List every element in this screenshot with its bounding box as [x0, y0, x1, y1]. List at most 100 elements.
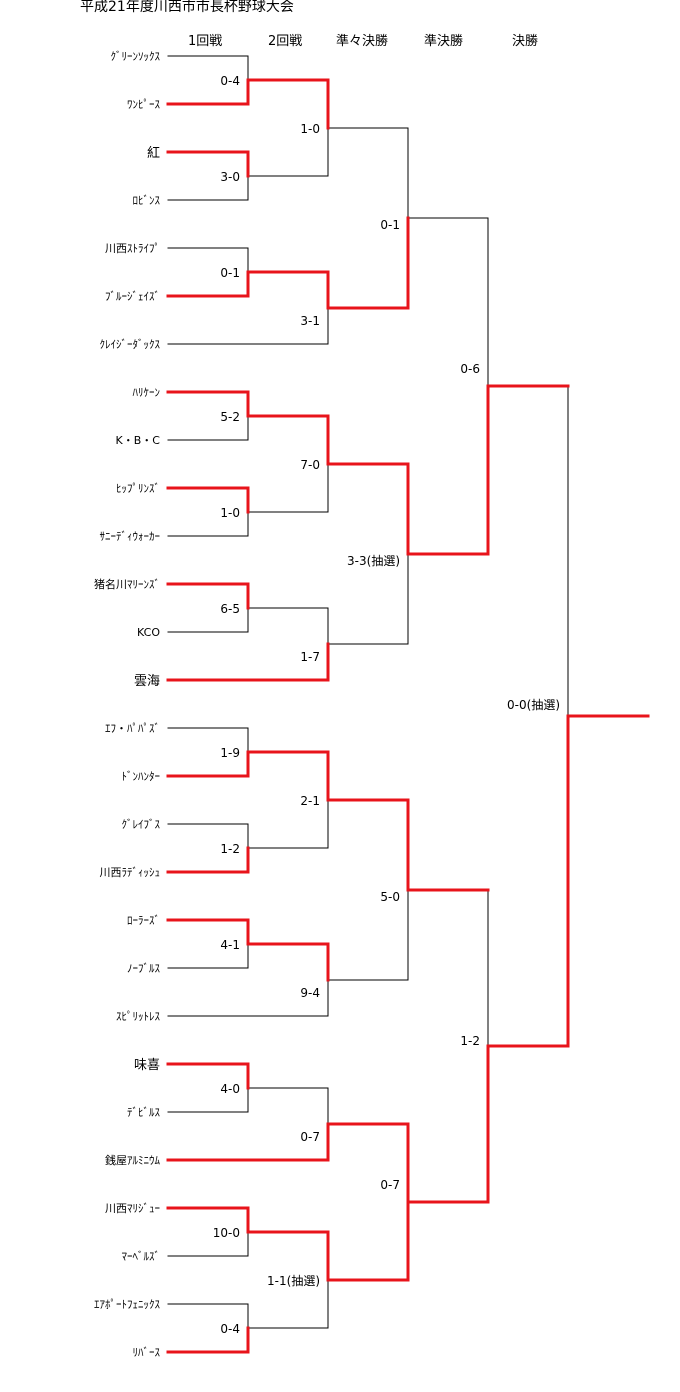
team-name: KCO	[137, 626, 160, 639]
bracket-lines-winner	[166, 78, 650, 1354]
team-name: ｴｱﾎﾟｰﾄﾌｪﾆｯｸｽ	[94, 1298, 160, 1311]
team-name: 味喜	[134, 1058, 160, 1073]
score-label: 1-2	[220, 842, 240, 856]
bracket-line	[167, 823, 249, 849]
score-label: 1-9	[220, 746, 240, 760]
team-name: ｴﾌ・ﾊﾟﾊﾟｽﾞ	[105, 722, 160, 735]
bracket-line	[167, 727, 249, 753]
team-name: 銭屋ｱﾙﾐﾆｳﾑ	[105, 1154, 160, 1167]
bracket-line	[407, 889, 489, 1047]
score-list: 0-4 3-0 0-1 5-2 1-0 6-5 1-9 1-2 4-1 4-0 …	[213, 74, 560, 1336]
bracket-line	[167, 943, 249, 969]
score-label: 1-2	[460, 1034, 480, 1048]
round-header-final: 決勝	[512, 34, 538, 49]
bracket-line	[167, 415, 249, 441]
score-label: 2-1	[300, 794, 320, 808]
score-label: 5-2	[220, 410, 240, 424]
score-label: 0-0(抽選)	[507, 698, 560, 712]
bracket-line	[167, 1303, 249, 1329]
bracket-line	[167, 1231, 249, 1257]
bracket-line	[247, 127, 329, 177]
bracket-line	[327, 889, 409, 981]
tournament-title: 平成21年度川西市市長杯野球大会	[80, 0, 294, 15]
team-name: 雲海	[134, 674, 160, 689]
score-label: 9-4	[300, 986, 320, 1000]
score-label: 7-0	[300, 458, 320, 472]
score-label: 0-7	[300, 1130, 320, 1144]
winner-path	[166, 750, 490, 892]
team-list: ｸﾞﾘｰﾝｿｯｸｽ ﾜﾝﾋﾟｰｽ 紅 ﾛﾋﾞﾝｽ 川西ｽﾄﾗｲﾌﾟ ﾌﾞﾙｰｼﾞ…	[94, 50, 160, 1359]
team-name: ﾃﾞﾋﾞﾙｽ	[127, 1106, 160, 1119]
bracket-line	[247, 1279, 329, 1329]
winner-path	[166, 846, 250, 874]
team-name: ﾘﾊﾞｰｽ	[133, 1346, 161, 1359]
team-name: 紅	[147, 146, 160, 161]
team-name: ﾉｰﾌﾞﾙｽ	[127, 962, 160, 975]
team-name: ﾛｰﾗｰｽﾞ	[127, 914, 160, 927]
score-label: 6-5	[220, 602, 240, 616]
bracket-line	[167, 511, 249, 537]
round-header-2: 2回戦	[268, 34, 302, 49]
score-label: 3-0	[220, 170, 240, 184]
score-label: 3-1	[300, 314, 320, 328]
winner-path	[166, 1326, 250, 1354]
score-label: 0-1	[220, 266, 240, 280]
score-label: 1-0	[220, 506, 240, 520]
team-name: 川西ﾏﾘｼﾞｭｰ	[105, 1202, 160, 1215]
score-label: 1-7	[300, 650, 320, 664]
winner-path	[166, 714, 650, 1204]
team-name: ｸﾞﾚｲﾌﾞｽ	[122, 818, 161, 831]
team-name: ﾛﾋﾞﾝｽ	[133, 194, 161, 207]
score-label: 5-0	[380, 890, 400, 904]
score-label: 0-4	[220, 74, 240, 88]
score-label: 0-6	[460, 362, 480, 376]
score-label: 1-0	[300, 122, 320, 136]
bracket-line	[247, 1087, 329, 1125]
score-label: 1-1(抽選)	[267, 1274, 320, 1288]
winner-path	[166, 78, 330, 130]
team-name: ｽﾋﾟﾘｯﾄﾚｽ	[116, 1010, 160, 1023]
team-name: ﾊﾘｹｰﾝ	[133, 386, 161, 399]
round-header-1: 1回戦	[188, 34, 222, 49]
team-name: ﾋｯﾌﾟﾘﾝｽﾞ	[116, 482, 160, 495]
bracket-line	[247, 463, 329, 513]
score-label: 0-4	[220, 1322, 240, 1336]
team-name: ｸﾚｲｼﾞｰﾀﾞｯｸｽ	[100, 338, 161, 351]
team-name: ｸﾞﾘｰﾝｿｯｸｽ	[111, 50, 161, 63]
winner-path	[166, 918, 330, 982]
score-label: 0-1	[380, 218, 400, 232]
score-label: 4-0	[220, 1082, 240, 1096]
winner-path	[166, 582, 250, 610]
team-name: ｻﾆｰﾃﾞｨｳｫｰｶｰ	[100, 530, 161, 543]
winner-path	[166, 1062, 250, 1090]
team-name: ﾜﾝﾋﾟｰｽ	[127, 98, 160, 111]
team-name: 川西ｽﾄﾗｲﾌﾟ	[105, 242, 160, 255]
team-name: K・B・C	[116, 434, 161, 447]
team-name: ﾌﾞﾙｰｼﾞｪｲｽﾞ	[105, 290, 160, 303]
winner-path	[166, 150, 250, 178]
winner-path	[166, 384, 570, 556]
bracket-line	[327, 553, 409, 645]
team-name: 川西ﾗﾃﾞｨｯｼｭ	[100, 866, 161, 879]
score-label: 4-1	[220, 938, 240, 952]
bracket-line	[167, 607, 249, 633]
winner-path	[166, 1200, 410, 1282]
bracket-line	[167, 247, 249, 273]
team-name: ﾏｰﾍﾞﾙｽﾞ	[122, 1250, 161, 1263]
round-header-semifinal: 準決勝	[424, 33, 463, 49]
bracket-lines-normal	[167, 55, 569, 1329]
team-name: ﾄﾞﾝﾊﾝﾀｰ	[122, 770, 161, 783]
bracket-line	[167, 175, 249, 201]
score-label: 3-3(抽選)	[347, 554, 400, 568]
bracket-line	[247, 799, 329, 849]
score-label: 0-7	[380, 1178, 400, 1192]
round-header-quarterfinal: 準々決勝	[336, 33, 388, 49]
winner-path	[166, 486, 250, 514]
bracket-line	[407, 217, 489, 387]
team-name: 猪名川ﾏﾘｰﾝｽﾞ	[94, 577, 160, 591]
bracket-line	[247, 607, 329, 645]
winner-path	[166, 642, 330, 682]
bracket-line	[167, 307, 329, 345]
bracket-line	[167, 55, 249, 81]
